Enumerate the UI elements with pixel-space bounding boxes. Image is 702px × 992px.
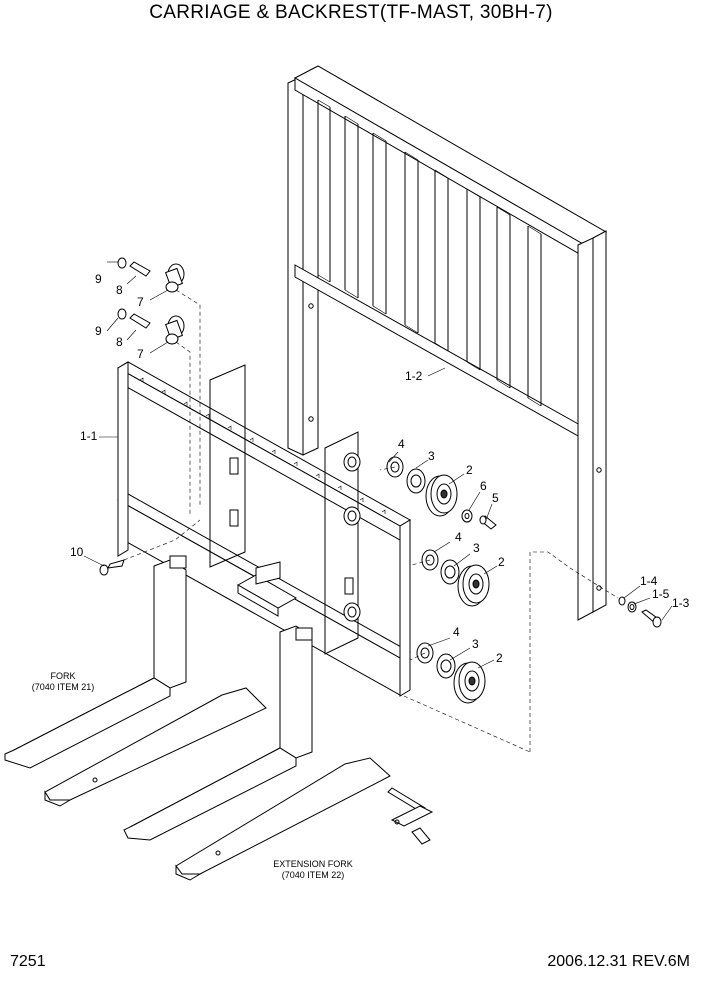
leader-lines	[83, 261, 673, 753]
callout-3-row3: 3	[472, 637, 479, 651]
fork-note: FORK (7040 ITEM 21)	[32, 671, 95, 692]
callout-8-lower: 8	[116, 335, 123, 349]
fork-note-line1: FORK	[50, 671, 75, 681]
callout-8-upper: 8	[116, 283, 123, 297]
callout-4-row2: 4	[455, 530, 462, 544]
callout-4-row3: 4	[453, 625, 460, 639]
callout-4-row1: 4	[398, 437, 405, 451]
extension-fork-note: EXTENSION FORK (7040 ITEM 22)	[273, 859, 353, 880]
callout-1-4: 1-4	[640, 574, 658, 588]
callout-5: 5	[492, 491, 499, 505]
backrest-fasteners	[618, 596, 662, 628]
revision-date: 2006.12.31 REV.6M	[547, 953, 690, 970]
backrest	[287, 65, 608, 621]
bolt-10	[99, 559, 125, 576]
callout-2-row1: 2	[466, 463, 473, 477]
page-title: CARRIAGE & BACKREST(TF-MAST, 30BH-7)	[149, 2, 553, 23]
callout-2-row3: 2	[496, 651, 503, 665]
side-roller-parts	[117, 257, 185, 345]
rollers	[386, 456, 497, 704]
fork-note-line2: (7040 ITEM 21)	[32, 682, 95, 692]
callout-1-5: 1-5	[652, 587, 670, 601]
callout-7-lower: 7	[137, 347, 144, 361]
callout-2-row2: 2	[498, 555, 505, 569]
callout-3-row2: 3	[473, 541, 480, 555]
carriage	[117, 361, 411, 697]
callouts: 9 8 7 9 8 7 1-1 1-2 4 3 2 6 5 4 3 2 4 3 …	[70, 272, 690, 665]
callout-1-3: 1-3	[672, 596, 690, 610]
callout-9-lower: 9	[95, 324, 102, 338]
page-number: 7251	[10, 953, 46, 970]
ext-note-line2: (7040 ITEM 22)	[282, 870, 345, 880]
forks	[4, 555, 434, 881]
callout-1-2: 1-2	[405, 369, 423, 383]
callout-10: 10	[70, 545, 84, 559]
callout-7-upper: 7	[137, 295, 144, 309]
ext-note-line1: EXTENSION FORK	[273, 859, 353, 869]
callout-3-row1: 3	[428, 449, 435, 463]
callout-1-1: 1-1	[80, 429, 98, 443]
callout-6: 6	[480, 479, 487, 493]
callout-9-upper: 9	[95, 272, 102, 286]
